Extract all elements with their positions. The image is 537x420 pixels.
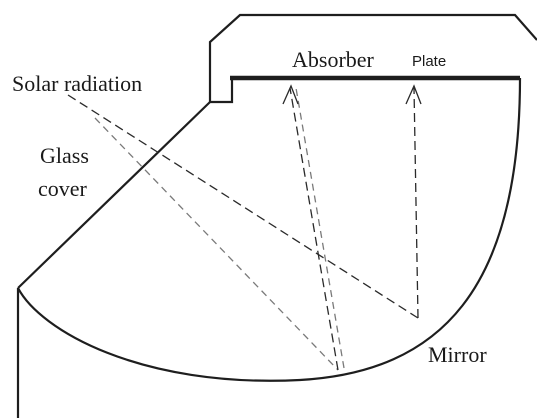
arrow-head-right — [405, 84, 422, 105]
solar-ray-secondary — [94, 117, 339, 371]
absorber-label: Absorber — [292, 47, 375, 72]
housing-step — [210, 78, 234, 104]
mirror-curve — [17, 77, 522, 382]
solar-radiation-label: Solar radiation — [12, 71, 142, 96]
plate-label: Plate — [412, 53, 446, 70]
reflected-ray-right — [413, 87, 419, 319]
cover-label: cover — [38, 176, 88, 201]
solar-ray-primary — [67, 94, 419, 319]
glass-cover — [17, 101, 211, 289]
arrow-head-center — [282, 84, 299, 105]
reflected-ray-center-b — [295, 87, 345, 369]
mirror-label: Mirror — [428, 342, 487, 367]
housing-outline — [208, 13, 537, 102]
reflected-ray-center-a — [289, 87, 339, 371]
glass-label: Glass — [40, 143, 89, 168]
